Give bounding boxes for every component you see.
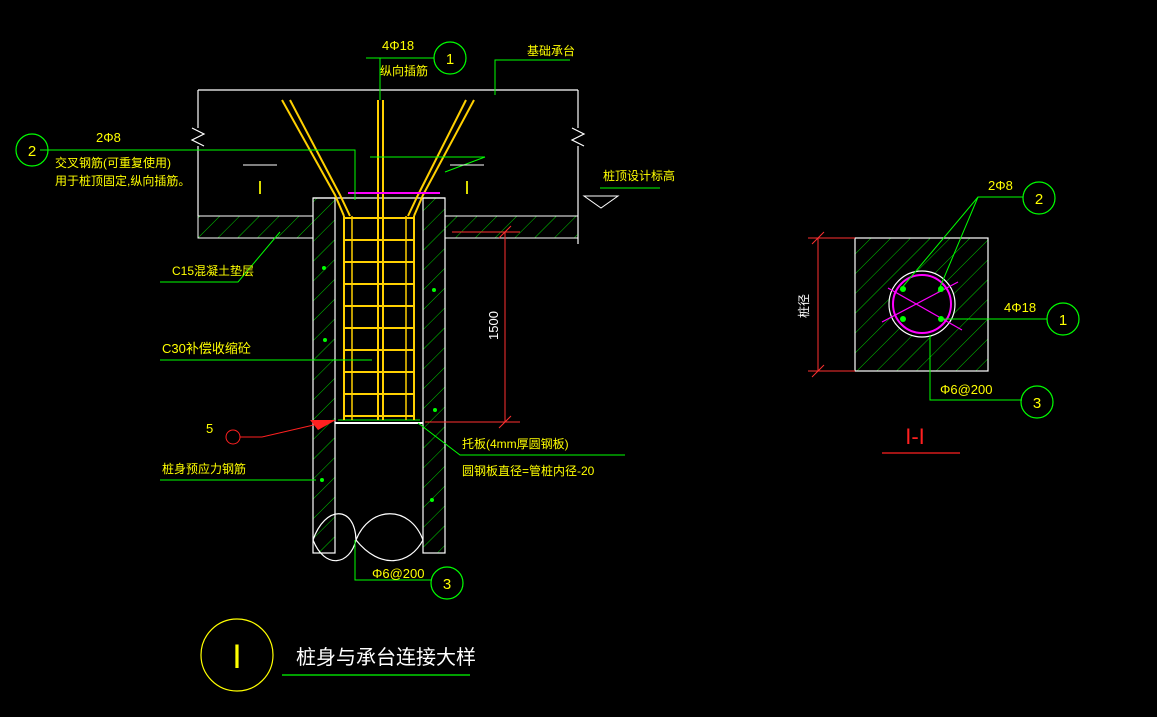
bubble-2-main: 2 <box>15 133 49 167</box>
rebar-cage <box>281 99 475 420</box>
svg-text:2: 2 <box>1035 191 1043 208</box>
cushion-layer <box>197 215 579 239</box>
svg-text:1: 1 <box>446 51 454 68</box>
dimension-1500-text: 1500 <box>486 311 501 340</box>
pile-wall <box>312 197 446 562</box>
bubble-2-section: 2 <box>1022 181 1056 215</box>
svg-text:3: 3 <box>1033 395 1041 412</box>
main-detail: 1 2 3 4Φ18 纵向插筋 基础承台 2Φ8 交叉钢筋(可重复使用) 用于桩… <box>15 38 675 600</box>
bubble-1-section: 1 <box>1046 302 1080 336</box>
section-cross-bar-label: 2Φ8 <box>988 178 1013 193</box>
cushion-label: C15混凝土垫层 <box>172 263 254 278</box>
cross-bar-desc2: 用于桩顶固定,纵向插筋。 <box>55 173 190 188</box>
plate-label2: 圆钢板直径=管桩内径-20 <box>462 463 595 478</box>
dimension-1500 <box>425 225 520 429</box>
svg-text:3: 3 <box>443 576 451 593</box>
long-bar-desc: 纵向插筋 <box>380 63 428 78</box>
svg-text:1: 1 <box>1059 312 1067 329</box>
cross-bar-desc1: 交叉钢筋(可重复使用) <box>55 155 171 170</box>
title-block: I 桩身与承台连接大样 <box>200 618 476 692</box>
long-bar-label: 4Φ18 <box>382 38 414 53</box>
section-long-bar-label: 4Φ18 <box>1004 300 1036 315</box>
pile-cap-outline <box>190 89 586 244</box>
section-stirrup-label: Φ6@200 <box>940 382 993 397</box>
cap-label: 基础承台 <box>527 43 575 58</box>
title-symbol: I <box>232 638 241 676</box>
leader-lines <box>40 57 660 581</box>
stirrup-ring <box>892 274 952 334</box>
cross-bar-label: 2Φ8 <box>96 130 121 145</box>
bubble-1-main: 1 <box>433 41 467 75</box>
bubble-3-main: 3 <box>430 566 464 600</box>
section-mark-right: I <box>464 178 469 198</box>
stirrup-label: Φ6@200 <box>372 566 425 581</box>
plate-label1: 托板(4mm厚圆钢板) <box>462 437 569 451</box>
title-text: 桩身与承台连接大样 <box>296 646 476 669</box>
svg-text:2: 2 <box>28 143 36 160</box>
prestress-label: 桩身预应力钢筋 <box>162 461 246 476</box>
elevation-mark-icon <box>582 195 620 209</box>
bubble-3-section: 3 <box>1020 385 1054 419</box>
section-diameter-label: 桩径 <box>796 294 811 318</box>
section-view: 2 1 3 2Φ8 4Φ18 Φ6@200 桩径 I-I <box>796 178 1080 454</box>
section-title: I-I <box>905 424 925 449</box>
section-mark-left: I <box>257 178 262 198</box>
infill-label: C30补偿收缩砼 <box>162 341 251 356</box>
pile-top-label: 桩顶设计标高 <box>603 168 675 183</box>
item-5-marker <box>225 420 336 445</box>
item-5-text: 5 <box>206 421 213 436</box>
